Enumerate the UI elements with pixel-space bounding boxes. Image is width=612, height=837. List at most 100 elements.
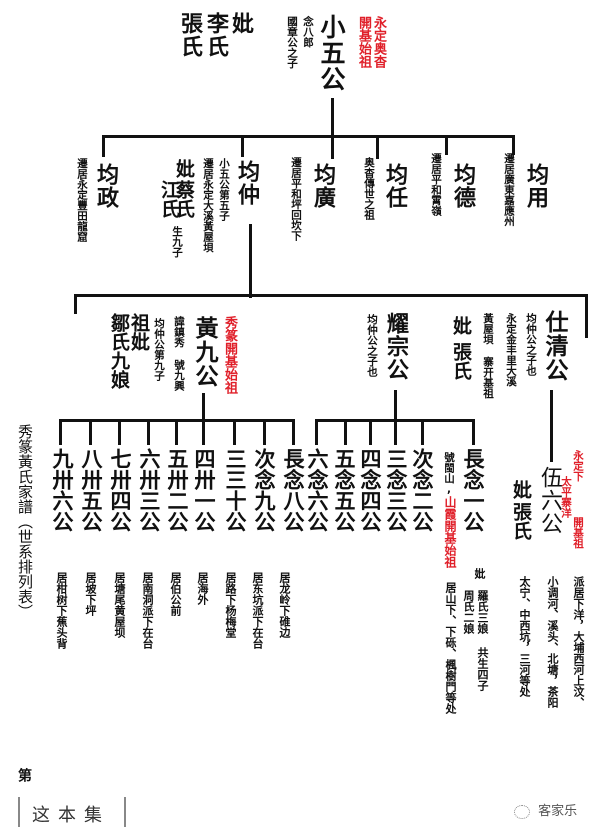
gen2-note: 遷居廣東嘉應州 xyxy=(503,153,515,227)
seal-scroll: 这本集 xyxy=(18,797,126,827)
connector xyxy=(233,419,236,445)
gen4-name: 長念一公 xyxy=(461,448,486,532)
gen4-wife: 妣 xyxy=(510,480,532,499)
gen4-name: 六卅三公 xyxy=(137,448,162,532)
gen4-name: 五卅二公 xyxy=(165,448,190,532)
gen3-note: 黃屋垻 寨开基祖 xyxy=(482,313,494,399)
gen2-wife: 蔡氏 xyxy=(173,180,195,218)
connector xyxy=(292,419,295,445)
gen1-wife-li: 李氏 xyxy=(203,12,229,58)
gen3-note: 永定金丰里大溪 xyxy=(505,313,517,387)
gen4-residence: 小调河、溪头、北塘，茶阳 xyxy=(546,576,559,708)
gen2-wife: 江氏 xyxy=(158,180,180,218)
connector xyxy=(421,419,424,445)
gen3-note: 均仲公第九子 xyxy=(153,318,165,381)
seal-prefix: 第 xyxy=(16,768,32,782)
connector xyxy=(394,390,397,420)
gen4-residence: 居坡下坪 xyxy=(84,572,97,616)
gen2-wife: 妣 xyxy=(173,159,195,178)
connector xyxy=(445,135,448,155)
connector xyxy=(394,419,397,445)
connector xyxy=(263,419,266,445)
connector xyxy=(585,294,588,338)
gen4-name: 三三十公 xyxy=(223,448,248,532)
gen4-residence: 居南洞派下在台 xyxy=(141,572,154,649)
gen4-residence: 居塘尾黄屋坝 xyxy=(113,572,126,638)
wechat-icon xyxy=(514,804,530,819)
gen4-founder-note: 太平寨洋 xyxy=(560,476,572,518)
gen1-father-note2: 國章公之子 xyxy=(286,16,298,69)
gen4-name: 七卅四公 xyxy=(108,448,133,532)
connector xyxy=(102,135,105,157)
gen4-name: 九卅六公 xyxy=(50,448,75,532)
gen3-wife: 張氏 xyxy=(450,342,472,380)
gen4-residence: 居柑树下蕉头背 xyxy=(55,572,68,649)
watermark: 客家乐 xyxy=(514,800,577,819)
connector xyxy=(331,98,334,138)
gen4-wife: 羅氏三娘 共生四子 xyxy=(476,590,489,691)
gen2-wife-note: 生九子 xyxy=(171,226,183,258)
connector xyxy=(147,419,150,445)
gen1-founder-note2: 開基始祖 xyxy=(356,16,371,68)
gen1-father-note: 念八郎 xyxy=(302,16,314,48)
gen3-name: 仕清公 xyxy=(541,310,568,382)
connector xyxy=(550,390,553,462)
gen3-wife: 妣 xyxy=(450,316,472,335)
gen1-wife-label: 妣 xyxy=(228,12,254,35)
gen1-founder-note: 永定奥杳 xyxy=(371,16,386,68)
page-title: 秀篆黃氏家譜（世系排列表） xyxy=(16,424,34,619)
gen4-name: 八卅五公 xyxy=(79,448,104,532)
gen3-note: 均仲公之子也 xyxy=(366,314,378,377)
connector xyxy=(74,294,588,297)
connector xyxy=(315,419,318,445)
gen4-residence: 居东坑派下在台 xyxy=(251,572,264,649)
connector xyxy=(74,294,77,314)
gen3-wife: 祖妣 xyxy=(128,313,150,351)
connector xyxy=(344,419,347,445)
gen4-founder-note: 永定下 xyxy=(572,450,584,482)
connector xyxy=(175,419,178,445)
gen4-note: 號閩山, xyxy=(443,452,455,496)
gen4-name: 伍六公 xyxy=(537,466,562,535)
gen4-name: 次念二公 xyxy=(410,448,435,532)
gen1-name: 小五公 xyxy=(317,14,346,92)
connector xyxy=(59,419,62,445)
gen2-name: 均政 xyxy=(93,163,119,209)
gen2-name: 均德 xyxy=(450,163,476,209)
gen1-wife-zhang: 張氏 xyxy=(177,12,203,58)
gen2-name: 均廣 xyxy=(310,163,336,209)
gen2-note: 遷居永定豐田龍窟 xyxy=(76,158,88,242)
gen4-residence: 居山下、下砾、楓樹門等处 xyxy=(444,582,457,714)
gen4-wife: 妣 xyxy=(473,568,486,579)
connector xyxy=(369,419,372,445)
gen4-residence: 居海外 xyxy=(196,572,209,605)
gen2-note: 遷居永定大溪黃屋垻 xyxy=(202,158,214,253)
connector xyxy=(102,135,515,138)
connector xyxy=(89,419,92,445)
connector xyxy=(376,135,379,159)
gen4-residence: 居路下杨梅堂 xyxy=(224,572,237,638)
gen3-founder-note: 秀篆開基始祖 xyxy=(222,316,237,394)
gen3-name: 耀宗公 xyxy=(383,312,409,381)
connector xyxy=(118,419,121,445)
gen2-note: 奥杳傳世之祖 xyxy=(363,157,375,220)
gen4-founder-note: 山霞開基始祖 xyxy=(443,496,457,568)
gen4-name: 五念五公 xyxy=(332,448,357,532)
connector xyxy=(331,135,334,159)
gen4-wife: 周氏二娘 xyxy=(462,590,475,634)
gen3-name: 黃九公 xyxy=(191,316,218,388)
connector xyxy=(202,419,205,445)
connector xyxy=(512,135,515,155)
gen3-note: 均仲公之子也 xyxy=(525,313,537,376)
gen2-note: 遷居平和坪回坎下 xyxy=(290,157,302,241)
gen4-residence: 派居下洋，大埔西河上汶、 xyxy=(572,576,585,708)
gen2-note: 遷居平和霄嶺 xyxy=(430,153,442,216)
watermark-text: 客家乐 xyxy=(538,804,578,819)
gen4-residence: 居龙岭下碓边 xyxy=(278,572,291,638)
gen4-name: 四卅一公 xyxy=(192,448,217,532)
connector xyxy=(249,224,252,298)
seal-text: 这本集 xyxy=(32,805,110,826)
gen4-residence: 居伯公前 xyxy=(169,572,182,616)
gen2-name: 均用 xyxy=(523,163,549,209)
gen4-name: 長念八公 xyxy=(281,448,306,532)
